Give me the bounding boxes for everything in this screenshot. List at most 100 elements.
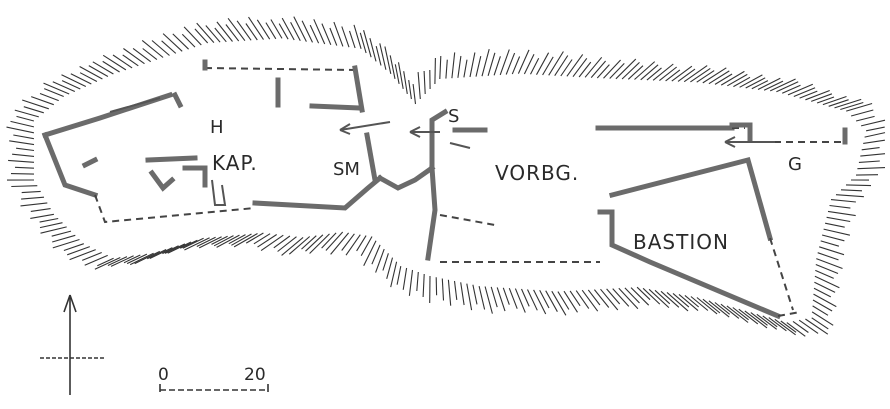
slope-hatch-stroke <box>423 70 426 95</box>
slope-hatch-stroke <box>134 250 161 265</box>
slope-hatch-stroke <box>161 40 177 54</box>
slope-hatch-stroke <box>12 153 35 157</box>
slope-hatch-stroke <box>787 83 814 96</box>
slope-hatch-stroke <box>256 19 271 40</box>
slope-hatch-stroke <box>499 49 510 76</box>
slope-hatch-stroke <box>830 199 856 203</box>
slope-hatch-stroke <box>214 27 227 43</box>
slope-hatch-stroke <box>846 102 873 112</box>
slope-hatch-stroke <box>815 269 834 279</box>
slope-hatch-stroke <box>451 52 456 79</box>
slope-hatch-stroke <box>397 62 404 89</box>
slope-hatch-stroke <box>356 235 367 252</box>
slope-hatch-stroke <box>14 109 39 118</box>
slope-hatch-stroke <box>196 236 216 247</box>
slope-hatch-stroke <box>270 19 283 39</box>
slope-hatch-stroke <box>132 47 152 63</box>
slope-hatch-stroke <box>288 236 311 255</box>
slope-hatch-stroke <box>248 16 264 40</box>
slope-hatch-stroke <box>475 55 482 77</box>
slope-hatch-stroke <box>369 38 377 62</box>
slope-hatch-stroke <box>745 77 766 89</box>
slope-hatch-stroke <box>13 134 34 140</box>
slope-hatch-stroke <box>786 322 806 337</box>
slope-hatch-stroke <box>751 80 769 90</box>
entrance-arrow-icon <box>339 121 775 149</box>
slope-hatch-stroke <box>167 241 192 254</box>
slope-hatch-stroke <box>20 202 48 207</box>
slope-hatch-stroke <box>184 237 210 251</box>
slope-hatch-stroke <box>575 290 590 309</box>
slope-hatch-stroke <box>375 45 382 66</box>
slope-hatch-stroke <box>593 289 610 308</box>
north-arrow-icon <box>40 294 105 395</box>
slope-hatch-stroke <box>277 236 297 252</box>
slope-hatch-stroke <box>548 51 564 76</box>
slope-hatch-stroke <box>714 73 733 85</box>
slope-hatch-stroke <box>371 244 381 265</box>
slope-hatch-stroke <box>756 313 778 330</box>
slope-hatch-stroke <box>353 24 362 49</box>
slope-hatch-stroke <box>850 109 874 117</box>
slope-hatch-stroke <box>88 65 109 77</box>
slope-hatch-stroke <box>216 21 233 42</box>
slope-hatch-stroke <box>92 61 114 75</box>
slope-hatch-stroke <box>557 291 570 310</box>
slope-hatch-stroke <box>39 92 59 102</box>
slope-hatch-stroke <box>102 54 127 71</box>
label-s: S <box>448 106 459 127</box>
slope-hatch-stroke <box>257 234 278 248</box>
slope-hatch-stroke <box>43 88 64 98</box>
slope-hatch-stroke <box>102 60 120 73</box>
slope-hatch-stroke <box>665 69 681 82</box>
slope-hatch-stroke <box>508 288 518 309</box>
slope-hatch-stroke <box>10 120 35 128</box>
slope-hatch-stroke <box>702 298 721 314</box>
slope-hatch-stroke <box>79 66 103 80</box>
slope-hatch-stroke <box>164 243 186 254</box>
slope-hatch-stroke <box>502 287 510 305</box>
slope-hatch-stroke <box>469 52 476 78</box>
slope-hatch-stroke <box>14 166 35 169</box>
slope-hatch-stroke <box>43 82 70 95</box>
label-h: H <box>210 117 224 138</box>
slope-hatch-stroke <box>30 213 54 219</box>
scale-label-twenty: 20 <box>244 365 266 385</box>
slope-hatch-stroke <box>769 78 796 92</box>
slope-hatch-stroke <box>696 297 718 315</box>
slope-hatch-stroke <box>107 256 128 266</box>
slope-hatch-stroke <box>732 307 749 321</box>
slope-hatch-stroke <box>672 292 690 308</box>
slope-hatch-stroke <box>533 289 547 315</box>
slope-hatch-stroke <box>172 33 189 50</box>
slope-hatch-stroke <box>827 210 856 217</box>
slope-hatch-stroke <box>813 287 832 298</box>
main-castle-walls <box>41 59 384 224</box>
slope-hatch-stroke <box>333 21 344 47</box>
slope-hatch-stroke <box>305 234 324 252</box>
slope-hatch-stroke <box>129 252 154 266</box>
slope-hatch-stroke <box>472 284 478 305</box>
slope-hatch-stroke <box>857 167 886 170</box>
slope-hatch-stroke <box>578 61 592 78</box>
slope-hatch-stroke <box>702 67 727 84</box>
slope-hatch-stroke <box>8 159 35 163</box>
slope-hatch-stroke <box>21 196 45 200</box>
slope-hatch-stroke <box>309 24 320 44</box>
slope-hatch-stroke <box>198 236 222 249</box>
slope-hatch-stroke <box>10 173 35 175</box>
slope-hatch-stroke <box>466 283 473 311</box>
slope-hatch-stroke <box>792 320 809 333</box>
slope-hatch-stroke <box>496 287 506 312</box>
slope-hatch-stroke <box>441 278 445 301</box>
slope-hatch-stroke <box>70 73 92 85</box>
slope-hatch-stroke <box>205 25 221 43</box>
slope-hatch-stroke <box>151 40 170 56</box>
slope-hatch-stroke <box>179 239 198 249</box>
slope-hatch-stroke <box>834 98 862 109</box>
slope-hatch-stroke <box>390 261 398 288</box>
slope-hatch-stroke <box>341 26 350 48</box>
slope-hatch-stroke <box>375 248 385 273</box>
slope-hatch-stroke <box>634 61 656 80</box>
terrain-slope-hatching <box>6 16 886 337</box>
